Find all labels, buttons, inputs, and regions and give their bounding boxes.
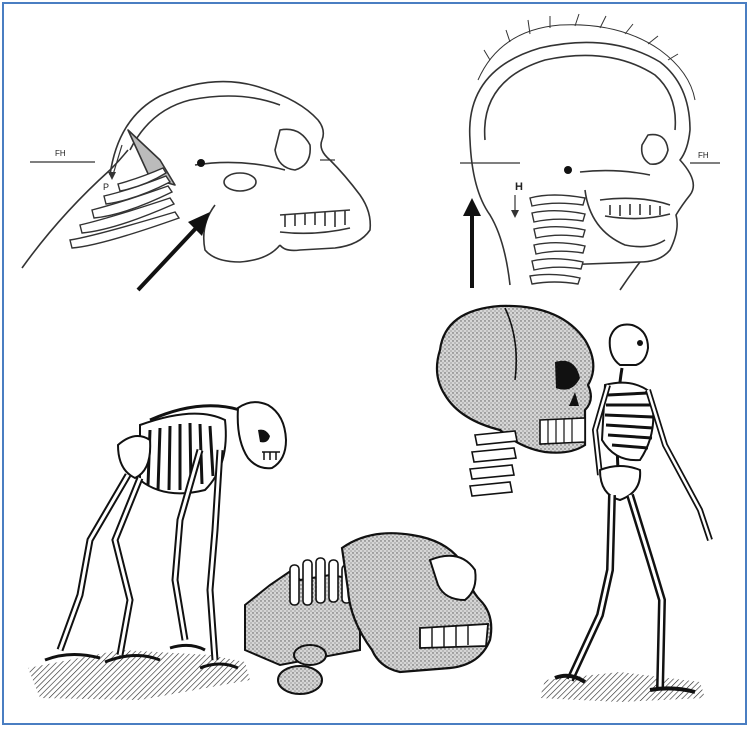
chimpanzee-skeleton: [28, 402, 286, 700]
human-fh-label: FH: [698, 151, 709, 160]
ape-skull-shaded: [245, 533, 491, 694]
human-vertebrae: [530, 195, 585, 284]
ape-fh-label: FH: [55, 149, 66, 158]
ape-p-label: P: [103, 182, 109, 192]
human-skull-shaded: [437, 306, 593, 496]
arrow-up-icon: [463, 198, 481, 288]
human-h-label: H: [515, 181, 523, 193]
ape-vertebrae: [70, 168, 179, 248]
